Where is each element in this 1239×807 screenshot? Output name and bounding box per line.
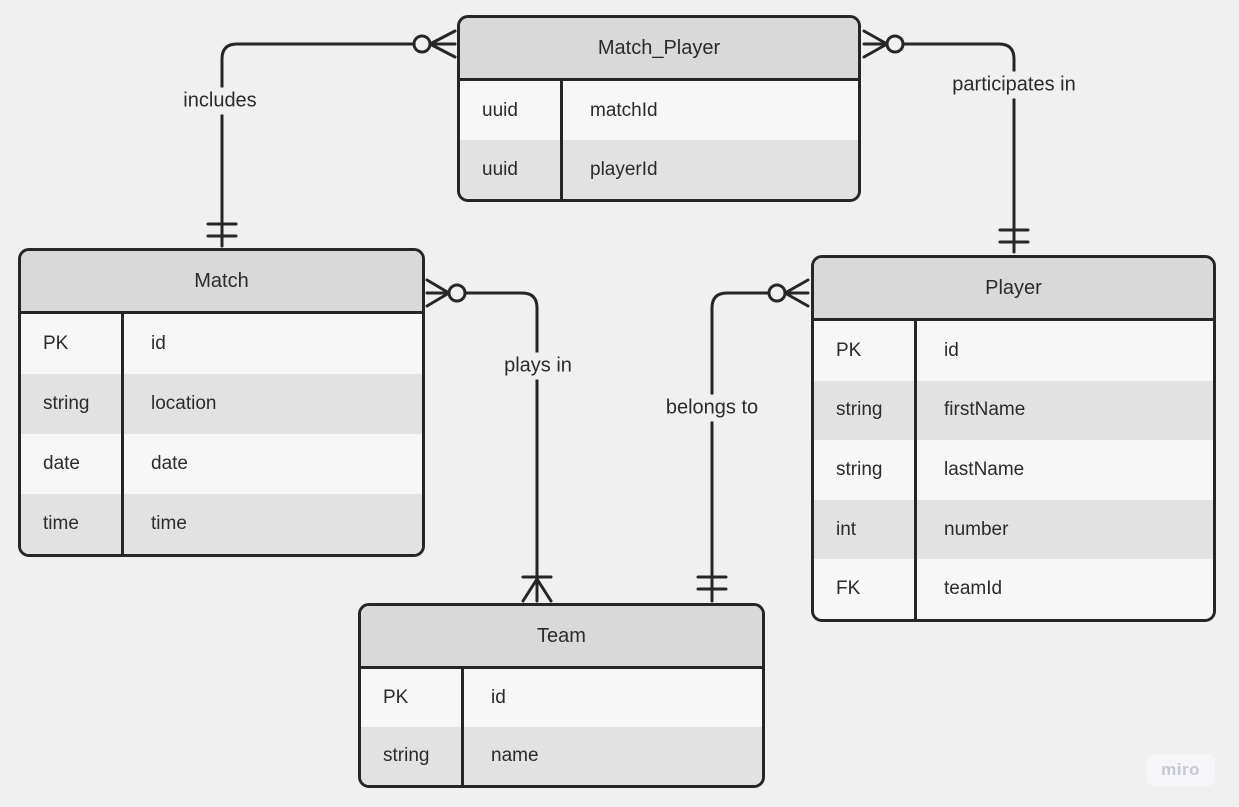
attribute-name: id: [151, 333, 166, 354]
attribute-name: lastName: [944, 458, 1025, 480]
entity-player[interactable]: Player PK id string firstName string lastName…: [811, 255, 1216, 622]
zero-marker-circle: [767, 283, 787, 303]
attribute-name: time: [151, 513, 187, 534]
exactly-one-marker: [696, 575, 728, 591]
zero-marker-circle: [885, 34, 905, 54]
relationship-label-plays-in[interactable]: plays in: [496, 352, 580, 380]
miro-logo-watermark: miro: [1146, 754, 1215, 786]
attribute-type: string: [836, 399, 883, 421]
zero-marker-circle: [412, 34, 432, 54]
exactly-one-marker: [998, 228, 1030, 244]
attribute-row: date date: [21, 434, 422, 494]
attribute-row: int number: [814, 499, 1213, 560]
attribute-row: string name: [361, 727, 762, 785]
entity-player-title: Player: [814, 258, 1213, 321]
attribute-row: string firstName: [814, 380, 1213, 441]
attribute-name: location: [151, 393, 217, 414]
attribute-row: time time: [21, 494, 422, 554]
entity-team-attributes: PK id string name: [361, 669, 762, 785]
attribute-type: PK: [383, 687, 409, 708]
entity-match-title: Match: [21, 251, 422, 314]
attribute-type: string: [43, 393, 90, 414]
entity-match-player-attributes: uuid matchId uuid playerId: [460, 81, 858, 199]
exactly-one-marker: [206, 222, 238, 238]
attribute-type: time: [43, 513, 79, 534]
attribute-row: string lastName: [814, 440, 1213, 500]
attribute-name: matchId: [590, 99, 658, 121]
attribute-name: number: [944, 518, 1009, 540]
entity-team-title: Team: [361, 606, 762, 669]
attribute-type: uuid: [482, 99, 518, 121]
relationship-plays-in-line[interactable]: [425, 278, 553, 603]
entity-match-player[interactable]: Match_Player uuid matchId uuid playerId: [457, 15, 861, 202]
zero-or-many-marker: [862, 29, 889, 59]
attribute-name: firstName: [944, 399, 1026, 421]
attribute-row: PK id: [814, 321, 1213, 381]
attribute-row: uuid playerId: [460, 140, 858, 199]
entity-match-player-title: Match_Player: [460, 18, 858, 81]
zero-or-many-marker: [428, 29, 457, 59]
relationship-label-includes[interactable]: includes: [175, 87, 265, 115]
relationship-participates-in-line[interactable]: [862, 29, 1030, 254]
attribute-row: uuid matchId: [460, 81, 858, 140]
zero-or-many-marker: [425, 278, 451, 308]
attribute-type: uuid: [482, 158, 518, 180]
entity-team[interactable]: Team PK id string name: [358, 603, 765, 788]
attribute-name: name: [491, 745, 539, 766]
entity-match[interactable]: Match PK id string location date date time time: [18, 248, 425, 557]
relationship-belongs-to-line[interactable]: [696, 278, 810, 603]
attribute-row: string location: [21, 374, 422, 434]
attribute-row: FK teamId: [814, 559, 1213, 619]
attribute-type: int: [836, 518, 857, 540]
entity-match-attributes: PK id string location date date time time: [21, 314, 422, 554]
attribute-name: playerId: [590, 158, 658, 180]
attribute-type: FK: [836, 578, 861, 600]
entity-player-attributes: PK id string firstName string lastName int numb…: [814, 321, 1213, 619]
zero-or-many-marker: [783, 278, 810, 308]
attribute-type: string: [836, 458, 883, 480]
attribute-type: PK: [43, 333, 69, 354]
attribute-row: PK id: [361, 669, 762, 727]
attribute-name: teamId: [944, 578, 1003, 600]
one-or-many-marker: [521, 575, 553, 603]
relationship-label-belongs-to[interactable]: belongs to: [657, 394, 767, 422]
zero-marker-circle: [447, 283, 467, 303]
attribute-name: date: [151, 453, 188, 474]
attribute-name: id: [944, 339, 959, 361]
relationship-includes-line[interactable]: [206, 29, 457, 248]
attribute-row: PK id: [21, 314, 422, 374]
attribute-name: id: [491, 687, 506, 708]
attribute-type: date: [43, 453, 80, 474]
attribute-type: PK: [836, 339, 862, 361]
relationship-label-participates-in[interactable]: participates in: [944, 71, 1084, 99]
attribute-type: string: [383, 745, 430, 766]
